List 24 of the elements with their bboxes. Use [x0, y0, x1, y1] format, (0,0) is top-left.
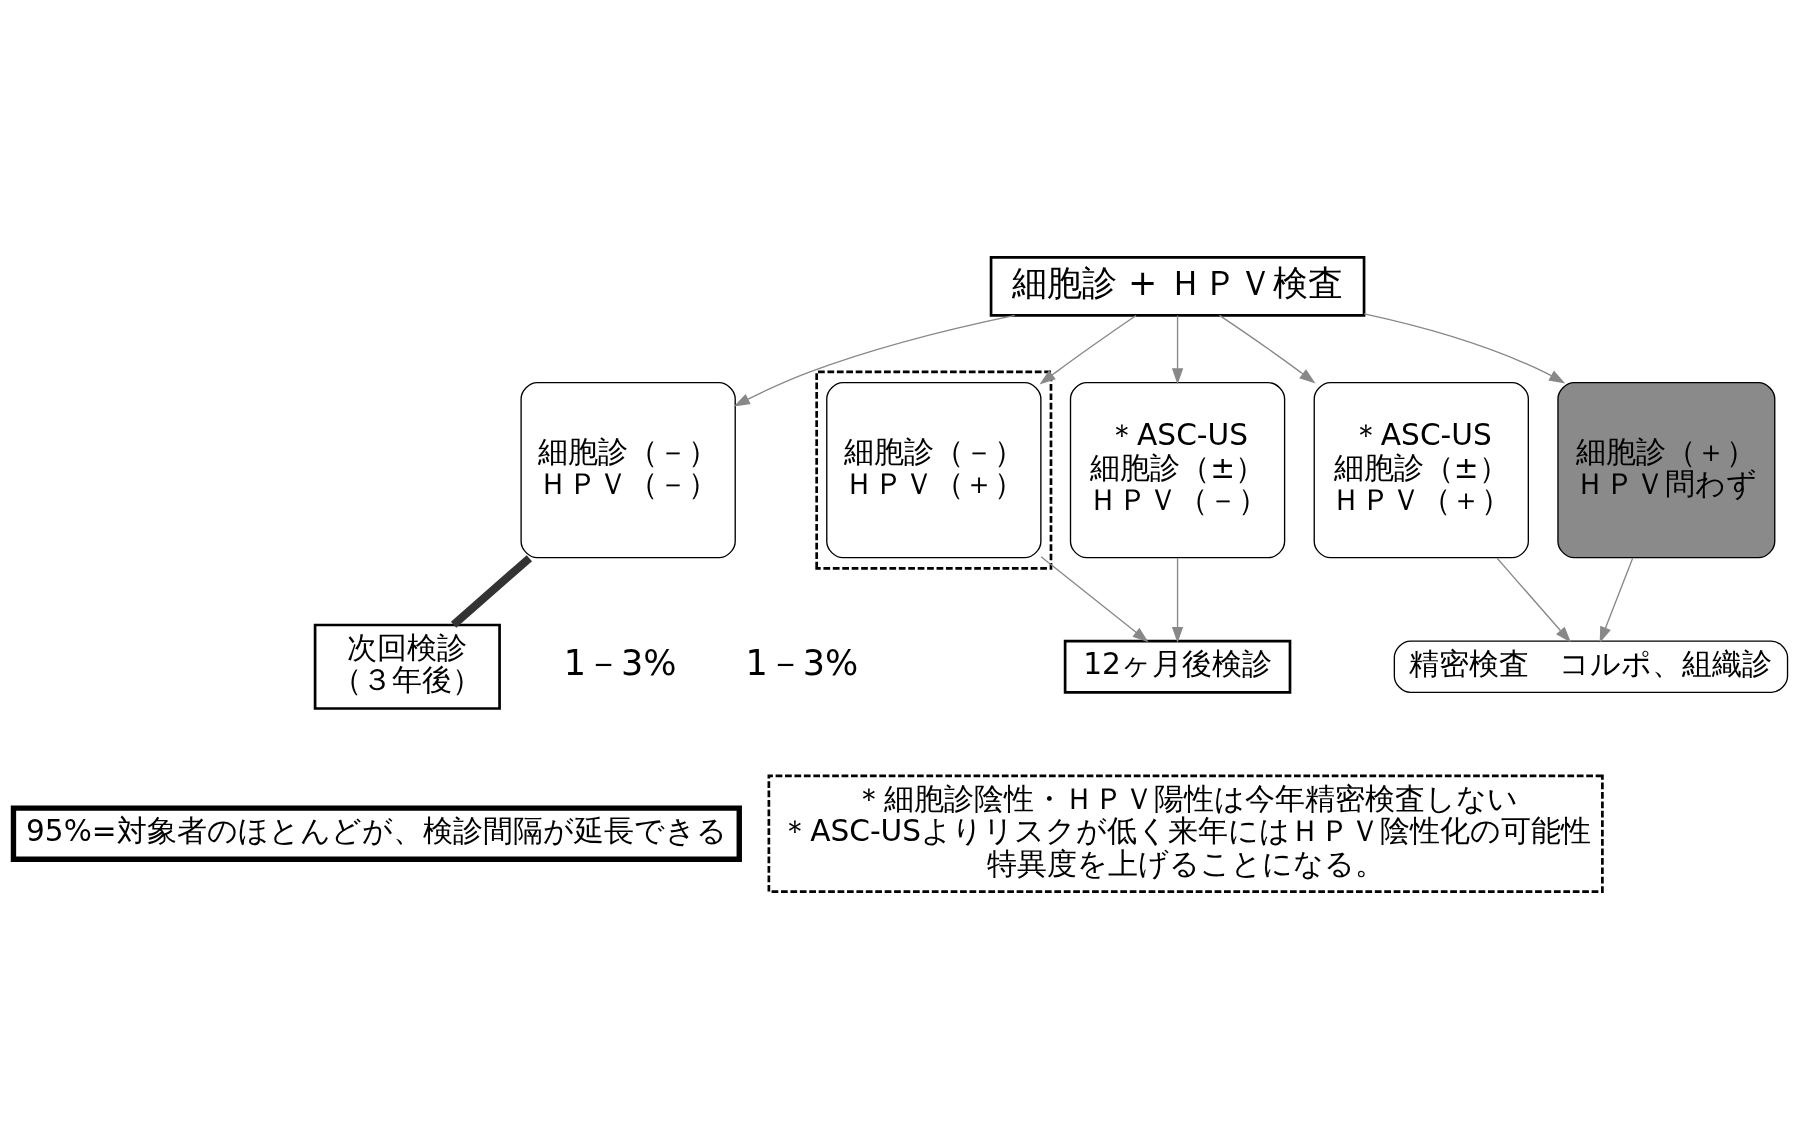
arrow — [1040, 555, 1149, 642]
arrow — [1171, 314, 1184, 384]
label: 1－3% — [563, 642, 677, 683]
arrow — [1171, 557, 1184, 643]
node-box: 12ヶ月後検診 — [1063, 639, 1292, 694]
node-box: ＊ASC-US 細胞診（±） ＨＰＶ（－） — [1069, 381, 1286, 558]
node-box: ＊細胞診陰性・ＨＰＶ陽性は今年精密検査しない ＊ASC-USよりリスクが低く来年にはＨＰＶ陰性化の可能性 特異度を上げることになる。 — [767, 773, 1604, 893]
node-box: ＊ASC-US 細胞診（±） ＨＰＶ（＋） — [1313, 381, 1529, 558]
connector — [450, 554, 533, 628]
arrow — [1039, 314, 1137, 385]
node-box: 95%=対象者のほとんどが、検診間隔が延長できる — [10, 804, 742, 862]
node-box: 精密検査 コルポ、組織診 — [1393, 639, 1789, 693]
node-box: 細胞診（－） ＨＰＶ（＋） — [826, 381, 1042, 558]
node-box: 次回検診 （３年後） — [313, 623, 501, 710]
arrow — [1363, 312, 1566, 383]
node-box: 細胞診 + ＨＰＶ検査 — [989, 255, 1366, 317]
node-box: 細胞診（＋） ＨＰＶ問わず — [1557, 381, 1776, 558]
arrow — [1496, 557, 1571, 643]
arrow — [733, 314, 1016, 406]
node-box: 細胞診（－） ＨＰＶ（－） — [520, 381, 736, 558]
label: 1－3% — [745, 642, 859, 683]
arrow — [1218, 314, 1316, 383]
arrow — [1599, 557, 1634, 643]
cluster — [815, 370, 1053, 570]
